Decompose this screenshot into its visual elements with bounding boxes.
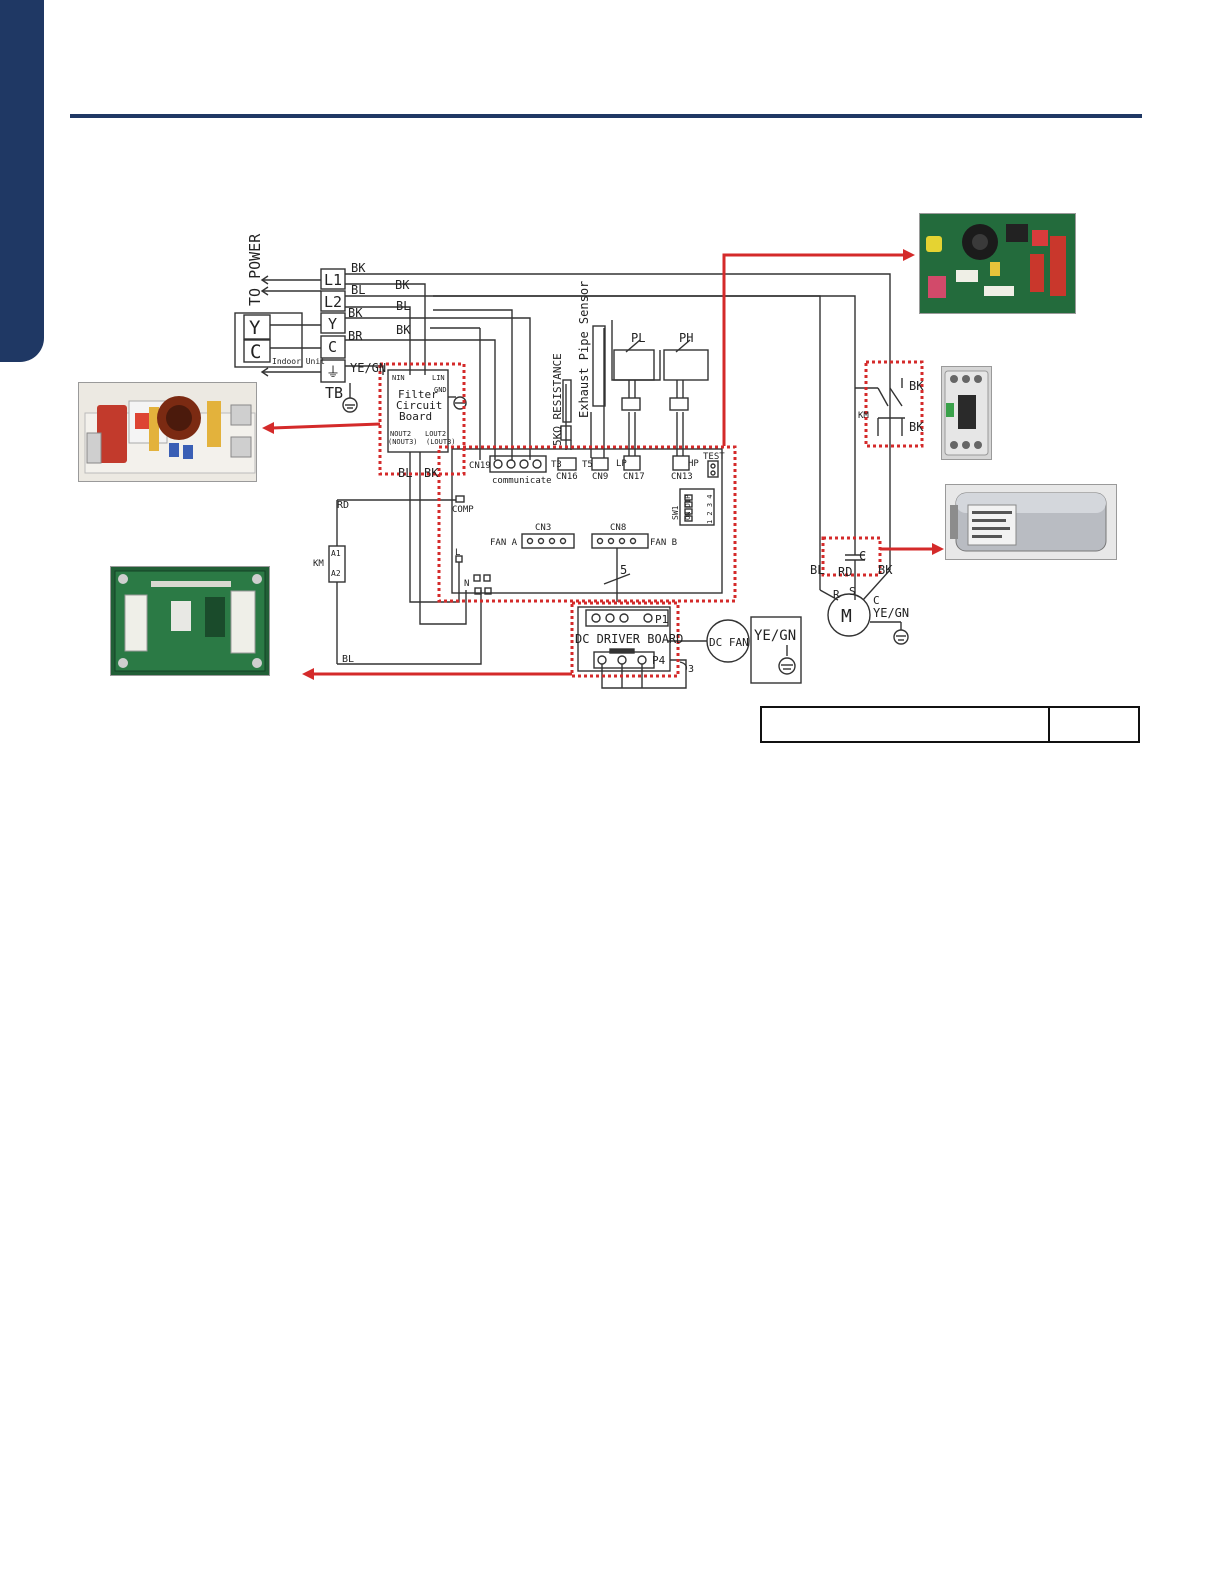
wire-bk-2: BK bbox=[348, 306, 363, 320]
label-three: 3 bbox=[688, 664, 694, 675]
filter-title-1: Filter bbox=[398, 388, 438, 401]
wire-bk-3: BK bbox=[395, 278, 410, 292]
label-dc-fan: DC FAN bbox=[709, 636, 749, 649]
label-indoor-unit: Indoor Unit bbox=[272, 357, 325, 366]
label-km: KM bbox=[313, 559, 324, 569]
highlight-boxes bbox=[378, 360, 924, 678]
label-cn16: CN16 bbox=[556, 472, 578, 482]
label-y: Y bbox=[328, 315, 337, 333]
label-exhaust-sensor: Exhaust Pipe Sensor bbox=[577, 281, 591, 418]
label-l2: L2 bbox=[324, 293, 342, 311]
label-cn17: CN17 bbox=[623, 472, 645, 482]
label-comp: COMP bbox=[452, 505, 474, 515]
indoor-y: Y bbox=[249, 317, 261, 339]
filter-title-3: Board bbox=[399, 410, 432, 423]
label-dip-nums: 1 2 3 4 bbox=[706, 494, 714, 524]
filter-nout: NOUT2 bbox=[390, 430, 411, 438]
indoor-c: C bbox=[250, 341, 261, 363]
wire-br: BR bbox=[348, 329, 363, 343]
filter-lout: LOUT2 bbox=[425, 430, 446, 438]
earth-symbol: ⏚ bbox=[326, 365, 340, 381]
label-yegn-fan: YE/GN bbox=[754, 628, 796, 644]
filter-title-2: Circuit bbox=[396, 399, 442, 412]
filter-board-photo bbox=[78, 382, 257, 482]
filter-gnd: GND bbox=[434, 386, 447, 394]
wire-bk-5: BK bbox=[424, 466, 439, 480]
label-resistance: 5KΩ RESISTANCE bbox=[551, 353, 564, 446]
label-lp: LP bbox=[616, 459, 627, 469]
wire-bk-7: BK bbox=[909, 420, 924, 434]
capacitor-photo bbox=[945, 484, 1117, 560]
label-p1: P1 bbox=[655, 613, 668, 626]
wire-bl-3: BL bbox=[398, 466, 412, 480]
header-rule bbox=[70, 114, 1142, 118]
contactor-photo bbox=[941, 366, 992, 460]
label-pl: PL bbox=[631, 331, 645, 345]
wire-bk-4: BK bbox=[396, 323, 411, 337]
label-dc-driver-board: DC DRIVER BOARD bbox=[575, 632, 683, 646]
wire-bk-8: BK bbox=[878, 563, 893, 577]
label-yegn-motor: YE/GN bbox=[873, 606, 909, 620]
label-on-dip: ON DIP bbox=[684, 495, 692, 520]
wire-bl-4: BL bbox=[342, 654, 354, 665]
label-hp: HP bbox=[688, 459, 699, 469]
wire-bl-2: BL bbox=[396, 299, 410, 313]
label-t5: T5 bbox=[582, 460, 593, 470]
label-n: N bbox=[464, 579, 469, 589]
label-cn13: CN13 bbox=[671, 472, 693, 482]
label-ph: PH bbox=[679, 331, 693, 345]
label-cn8: CN8 bbox=[610, 523, 626, 533]
main-control-board-photo bbox=[919, 213, 1076, 314]
label-cap-c: C bbox=[859, 549, 866, 563]
label-a1: A1 bbox=[331, 549, 341, 558]
label-a2: A2 bbox=[331, 569, 341, 578]
label-sw1: SW1 bbox=[671, 505, 680, 520]
label-motor-c: C bbox=[873, 594, 880, 607]
wire-bk-1: BK bbox=[351, 261, 366, 275]
label-test: TEST bbox=[703, 452, 725, 462]
label-motor-m: M bbox=[841, 606, 852, 627]
footer-divider bbox=[1048, 708, 1050, 741]
wire-rd: RD bbox=[337, 500, 349, 511]
label-five: 5 bbox=[620, 563, 627, 577]
filter-lout3: (LOUT3) bbox=[426, 438, 456, 446]
filter-nin: NIN bbox=[392, 374, 405, 382]
label-fan-a: FAN A bbox=[490, 538, 518, 548]
label-cn19: CN19 bbox=[469, 461, 491, 471]
wire-bl-1: BL bbox=[351, 283, 365, 297]
filter-nout3: (NOUT3) bbox=[388, 438, 418, 446]
label-to-power: TO POWER bbox=[246, 233, 264, 306]
label-l: L bbox=[455, 548, 460, 558]
label-yegn: YE/GN bbox=[350, 361, 386, 375]
wire-bk-6: BK bbox=[909, 379, 924, 393]
label-fan-b: FAN B bbox=[650, 538, 677, 548]
label-c: C bbox=[328, 338, 337, 356]
label-tb: TB bbox=[325, 384, 343, 402]
label-communicate: communicate bbox=[492, 476, 552, 486]
wire-rd-motor: RD bbox=[838, 565, 852, 579]
side-tab-marker bbox=[0, 0, 44, 362]
label-t3: T3 bbox=[551, 460, 562, 470]
label-cn9: CN9 bbox=[592, 472, 608, 482]
label-cn3: CN3 bbox=[535, 523, 551, 533]
label-motor-s: S bbox=[849, 585, 856, 598]
label-p4: P4 bbox=[652, 654, 666, 667]
label-km-contact: KM bbox=[858, 411, 869, 421]
label-motor-r: R bbox=[833, 588, 840, 601]
label-l1: L1 bbox=[324, 271, 342, 289]
footer-box bbox=[760, 706, 1140, 743]
filter-lin: LIN bbox=[432, 374, 445, 382]
dc-driver-board-photo bbox=[110, 566, 270, 676]
wire-bl-5: BL bbox=[810, 563, 824, 577]
